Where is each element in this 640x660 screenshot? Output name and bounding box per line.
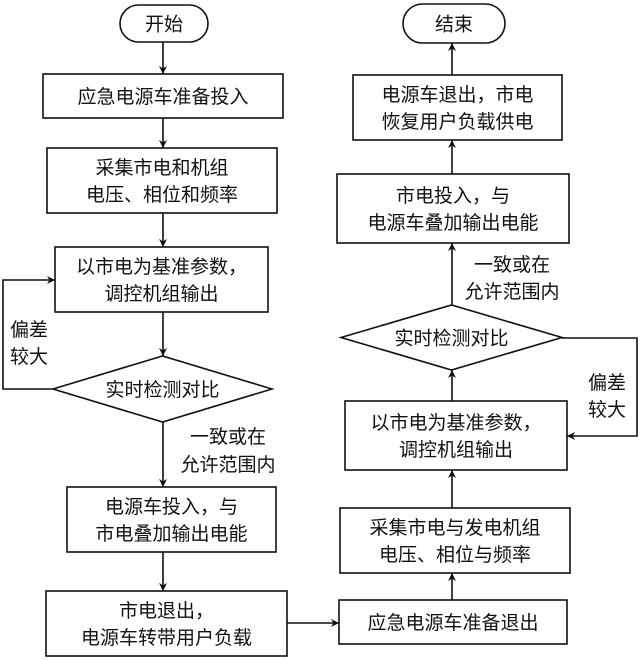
edge-label-l4-to-l3: 偏差 (10, 319, 48, 341)
process-box (338, 599, 568, 645)
decision-diamond (50, 355, 275, 423)
process-box (352, 74, 563, 141)
node-r2-line: 电压、相位与频率 (379, 544, 531, 566)
process-box (46, 147, 278, 214)
process-box (339, 507, 571, 574)
decision-diamond (338, 304, 565, 371)
node-r1-line: 应急电源车准备退出 (367, 612, 538, 634)
terminal-shape (402, 3, 506, 44)
edge-label-l4-to-l5: 允许范围内 (180, 454, 275, 476)
edge-label-r4-to-r5: 一致或在 (474, 254, 550, 276)
node-r1-process: 应急电源车准备退出 (338, 599, 568, 645)
node-r6-line: 电源车退出，市电 (381, 84, 533, 106)
node-r5-line: 电源车叠加输出电能 (367, 212, 538, 234)
node-r5-line: 市电投入，与 (396, 185, 510, 207)
node-r4-line: 实时检测对比 (394, 328, 508, 350)
process-box (45, 590, 288, 657)
node-l6-line: 电源车转带用户负载 (81, 627, 252, 649)
node-l1-process: 应急电源车准备投入 (42, 73, 284, 119)
node-r6-line: 恢复用户负载供电 (381, 111, 533, 133)
node-r3-process: 以市电为基准参数， 调控机组输出 (344, 400, 568, 471)
process-box (66, 486, 277, 553)
node-r3-line: 调控机组输出 (399, 439, 513, 461)
arrow-r4-to-r3 (562, 337, 638, 440)
edge-label-l4-to-l3: 较大 (10, 346, 48, 368)
node-r3-line: 以市电为基准参数， (370, 412, 541, 434)
edge-label-r4-to-r3: 较大 (588, 399, 626, 421)
node-l1-line: 应急电源车准备投入 (77, 86, 248, 108)
process-box (344, 400, 568, 471)
process-box (54, 246, 269, 313)
edge-label-r4-to-r3: 偏差 (588, 372, 626, 394)
node-l3-line: 调控机组输出 (104, 283, 218, 305)
node-l4-line: 实时检测对比 (105, 379, 219, 401)
node-start-line: 开始 (145, 14, 183, 36)
node-end-terminal: 结束 (402, 3, 506, 44)
edge-label-r4-to-r5: 允许范围内 (464, 281, 559, 303)
node-l6-line: 市电退出， (119, 600, 214, 622)
arrow-l4-to-l3 (2, 276, 55, 390)
node-l6-process: 市电退出， 电源车转带用户负载 (45, 590, 288, 657)
terminal-shape (119, 4, 209, 43)
node-start-terminal: 开始 (119, 4, 209, 43)
edge-label-l4-to-l5: 一致或在 (190, 426, 266, 448)
node-l3-line: 以市电为基准参数， (76, 256, 247, 278)
node-l2-line: 电压、相位和频率 (86, 184, 238, 206)
node-r4-decision: 实时检测对比 (338, 304, 565, 371)
node-l2-line: 采集市电和机组 (95, 157, 228, 179)
node-l3-process: 以市电为基准参数， 调控机组输出 (54, 246, 269, 313)
node-end-line: 结束 (435, 14, 473, 36)
process-box (42, 73, 284, 119)
node-l5-line: 市电叠加输出电能 (95, 523, 247, 545)
node-l4-decision: 实时检测对比 (50, 355, 275, 423)
node-r2-line: 采集市电与发电机组 (369, 517, 540, 539)
process-box (336, 173, 570, 244)
node-l5-line: 电源车投入，与 (105, 496, 238, 518)
